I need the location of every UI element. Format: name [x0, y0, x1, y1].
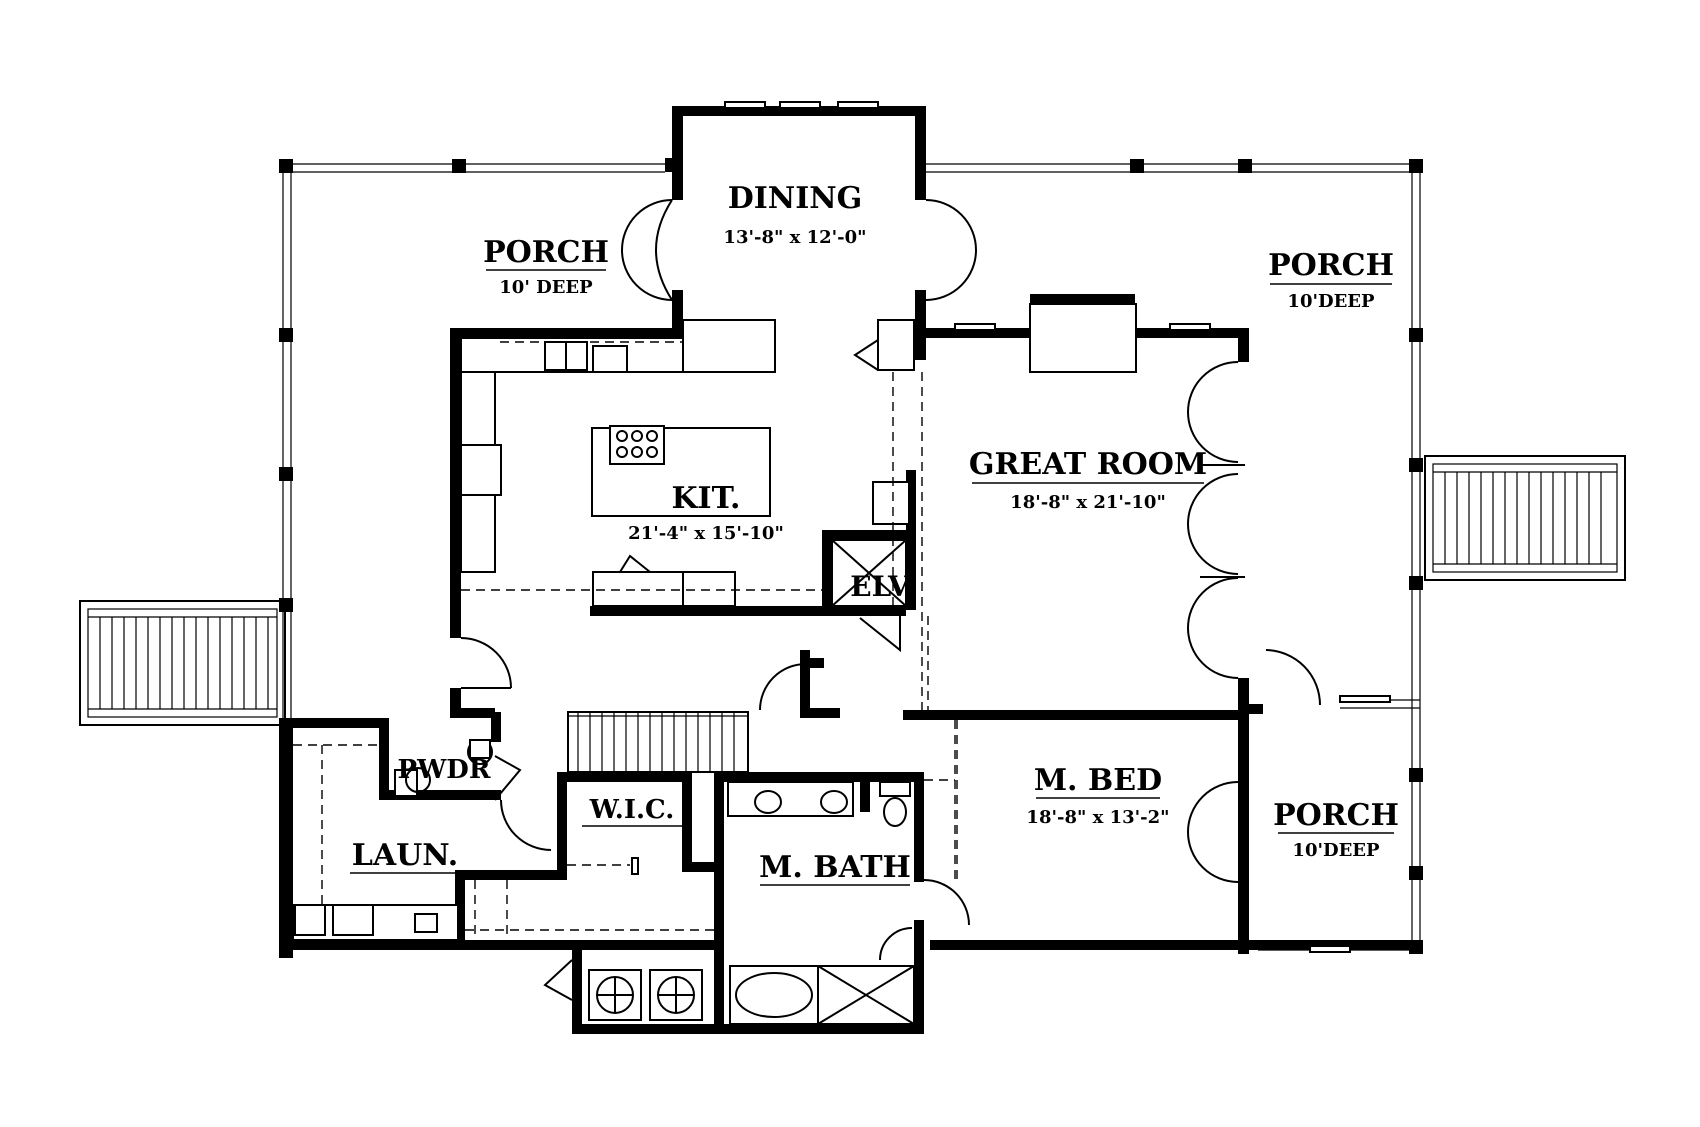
master-bath-label: M. BATH: [759, 850, 911, 885]
kitchen-size: 21'-4" x 15'-10": [628, 523, 784, 544]
doors: [460, 199, 1321, 961]
stair-left: [79, 600, 286, 726]
master-bed-size: 18'-8" x 13'-2": [1026, 807, 1169, 828]
great-room-size: 18'-8" x 21'-10": [1010, 492, 1166, 513]
porch-left-label: PORCH: [483, 235, 609, 270]
porch-posts: [279, 159, 1423, 954]
fixtures: [292, 303, 1137, 1025]
master-bed-label: M. BED: [1034, 763, 1162, 798]
walls: [279, 106, 1420, 1034]
room-labels: DINING 13'-8" x 12'-0" PORCH 10' DEEP PO…: [350, 181, 1399, 886]
great-room-label: GREAT ROOM: [969, 447, 1207, 482]
porch-right-label: PORCH: [1268, 248, 1394, 283]
laundry-label: LAUN.: [352, 838, 458, 873]
stair-right: [1424, 455, 1626, 581]
kitchen-label: KIT.: [671, 481, 740, 516]
porch-left-size: 10' DEEP: [499, 277, 593, 298]
windows: [724, 101, 1391, 953]
dining-label: DINING: [728, 181, 863, 216]
elevator-label: ELV: [850, 570, 911, 603]
porch-lower-size: 10'DEEP: [1292, 840, 1380, 861]
porch-right-size: 10'DEEP: [1287, 291, 1375, 312]
wic-label: W.I.C.: [589, 795, 675, 825]
dining-size: 13'-8" x 12'-0": [723, 227, 866, 248]
porch-lower-label: PORCH: [1273, 798, 1399, 833]
powder-label: PWDR: [398, 755, 491, 785]
